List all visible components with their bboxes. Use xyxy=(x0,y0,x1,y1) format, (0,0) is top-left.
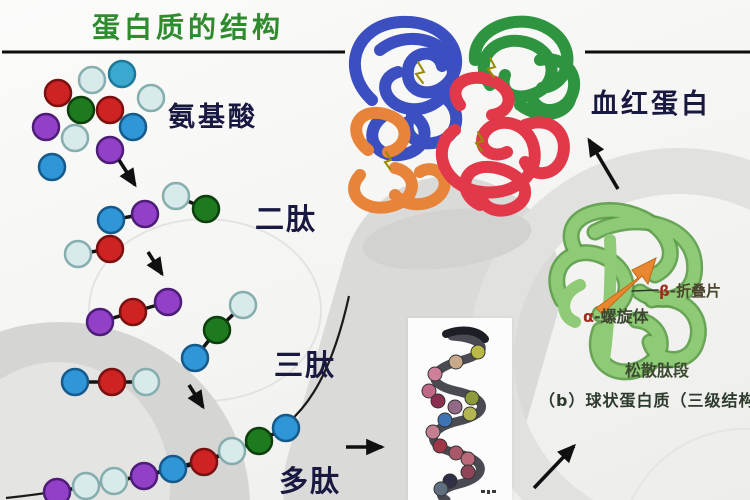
amino-acid-circle xyxy=(118,297,148,327)
amino-acid-circle xyxy=(85,307,115,337)
amino-acid-circle xyxy=(95,234,125,264)
arrow-tertiary-to-hemoglobin xyxy=(587,137,620,190)
dipeptide-figures xyxy=(63,181,221,269)
page-title: 蛋白质的结构 xyxy=(92,11,285,44)
tertiary-green-tubes xyxy=(550,204,705,378)
amino-acid-cluster xyxy=(31,59,166,182)
amino-acid-circle xyxy=(63,239,93,269)
amino-acid-circle xyxy=(97,367,127,397)
label-beta-sheet: β-折叠片 xyxy=(659,282,721,300)
process-arrows xyxy=(117,137,620,490)
amino-acid-circle xyxy=(136,83,166,113)
heme-marks xyxy=(383,57,497,170)
amino-acid-circle xyxy=(96,205,126,235)
amino-acid-circle xyxy=(244,426,274,456)
amino-acid-circle xyxy=(107,59,137,89)
label-loose-peptide: 松散肽段 xyxy=(625,361,690,380)
arrow-tripeptide-to-polypeptide xyxy=(187,384,205,410)
beta-sheet-arrow xyxy=(595,257,657,315)
amino-acid-circle xyxy=(202,315,232,345)
hemoglobin-figure xyxy=(348,15,581,217)
amino-acid-circle xyxy=(161,181,191,211)
label-dipeptide: 二肽 xyxy=(255,202,318,236)
amino-acid-circle xyxy=(31,112,61,142)
amino-acid-circle xyxy=(43,78,73,108)
amino-acid-circle xyxy=(131,367,161,397)
amino-acid-circle xyxy=(118,112,148,142)
amino-acid-circle xyxy=(180,343,210,373)
arrow-amino-to-dipeptide xyxy=(117,159,137,188)
amino-acid-circle xyxy=(95,95,125,125)
polypeptide-figure xyxy=(42,413,301,500)
amino-acid-circle xyxy=(60,367,90,397)
amino-acid-circle xyxy=(191,194,221,224)
amino-acid-circle xyxy=(189,447,219,477)
label-polypeptide: 多肽 xyxy=(279,464,342,498)
tripeptide-figures xyxy=(60,287,258,397)
tertiary-caption: （b）球状蛋白质（三级结构） xyxy=(539,391,750,410)
tertiary-structure-figure xyxy=(548,202,707,381)
amino-acid-circle xyxy=(217,436,247,466)
amino-acid-circle xyxy=(77,65,107,95)
amino-acid-circle xyxy=(71,471,101,500)
alpha-helix-figure xyxy=(421,326,496,500)
arrow-dipeptide-to-tripeptide xyxy=(146,251,164,277)
label-alpha-helix: α-螺旋体 xyxy=(583,307,649,326)
amino-acid-circle xyxy=(158,454,188,484)
helix-beads xyxy=(421,344,486,497)
amino-acid-circle xyxy=(60,123,90,153)
amino-acid-circle xyxy=(129,461,159,491)
label-hemoglobin: 血红蛋白 xyxy=(591,89,711,120)
label-tripeptide: 三肽 xyxy=(274,348,337,382)
amino-acid-circle xyxy=(42,477,72,500)
amino-acid-circle xyxy=(37,152,67,182)
amino-acid-circle xyxy=(271,413,301,443)
beta-sheet-leader-line xyxy=(631,289,659,292)
amino-acid-circle xyxy=(66,95,96,125)
label-amino-acid: 氨基酸 xyxy=(168,102,258,133)
arrow-helix-to-tertiary xyxy=(532,443,576,490)
helix-ribbon-top xyxy=(442,326,489,343)
amino-acid-circle xyxy=(153,287,183,317)
hemoglobin-orange-subunit xyxy=(348,107,451,214)
amino-acid-circle xyxy=(130,199,160,229)
hemoglobin-blue-subunit xyxy=(349,15,463,162)
amino-acid-circle xyxy=(99,466,129,496)
cropped-caption-marks xyxy=(481,490,496,494)
amino-acid-circle xyxy=(228,290,258,320)
amino-acid-circle xyxy=(95,135,125,165)
hemoglobin-red-subunit xyxy=(435,71,570,217)
